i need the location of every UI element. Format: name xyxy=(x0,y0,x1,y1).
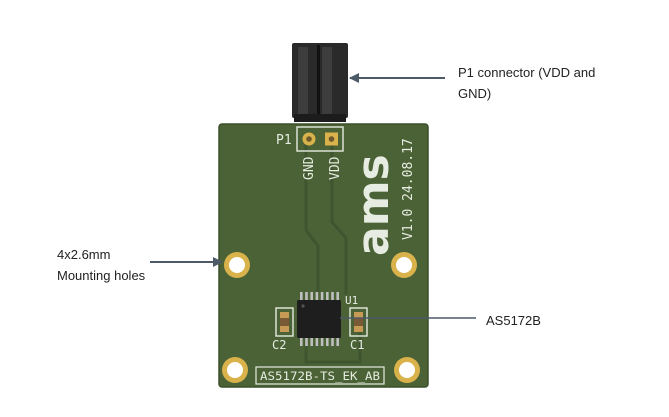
holes-callout-line-1: 4x2.6mm xyxy=(57,247,111,262)
ic-pin xyxy=(300,337,303,346)
ic-pin xyxy=(320,337,324,346)
pcb-board xyxy=(218,123,429,388)
p1-footprint xyxy=(296,126,344,152)
ic-pin xyxy=(315,337,319,346)
p1-connector-callout: P1 connector (VDD and GND) xyxy=(458,62,595,104)
ic-pin xyxy=(305,292,308,301)
mounting-hole-top-left xyxy=(224,252,250,278)
board-name-box xyxy=(255,366,385,385)
mounting-hole-bottom-right xyxy=(394,357,420,383)
mounting-hole-top-right xyxy=(391,252,417,278)
ic-callout-label: AS5172B xyxy=(486,313,541,328)
pcb-traces xyxy=(304,142,362,364)
ic-pin xyxy=(310,292,313,301)
vdd-pin-label: VDD xyxy=(328,156,343,180)
ic-pin xyxy=(331,292,334,301)
c1-capacitor xyxy=(349,307,368,337)
connector-ref-label: P1 xyxy=(276,133,292,148)
c2-capacitor xyxy=(275,307,294,337)
ic-pin xyxy=(310,337,313,346)
sensor-ic-callout: AS5172B xyxy=(486,310,541,331)
p1-callout-line-2: GND) xyxy=(458,86,492,101)
version-date-label: V1.0 24.08.17 xyxy=(401,138,416,240)
c1-ref-label: C1 xyxy=(350,338,364,352)
board-name-label: AS5172B-TS_EK_AB xyxy=(260,369,380,383)
u1-ic-package xyxy=(297,292,341,346)
ic-pin xyxy=(315,292,319,301)
holes-callout-line-2: Mounting holes xyxy=(57,268,146,283)
ic-pin xyxy=(305,337,308,346)
ic-pin xyxy=(326,337,329,346)
gnd-pin-label: GND xyxy=(302,156,317,180)
mounting-holes xyxy=(222,252,420,383)
u1-ref-label: U1 xyxy=(345,294,358,307)
ams-logo: ams xyxy=(348,154,399,256)
ic-pin xyxy=(300,292,303,301)
ic-pin xyxy=(326,292,329,301)
p1-connector xyxy=(292,43,348,122)
ic-pin xyxy=(336,337,339,346)
ic-pin xyxy=(331,337,334,346)
mounting-holes-callout: 4x2.6mm Mounting holes xyxy=(57,244,145,286)
mounting-hole-bottom-left xyxy=(222,357,248,383)
ic-pin xyxy=(336,292,339,301)
c2-ref-label: C2 xyxy=(272,338,286,352)
p1-callout-line-1: P1 connector (VDD and xyxy=(458,65,596,80)
ic-pin xyxy=(320,292,324,301)
